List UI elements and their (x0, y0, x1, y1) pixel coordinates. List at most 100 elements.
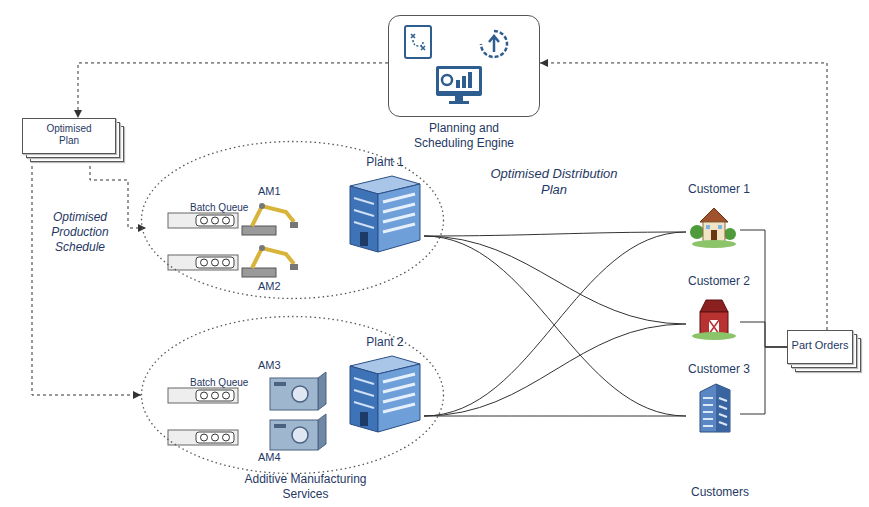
node-text: Optimised Plan (38, 123, 100, 148)
services-label: Additive Manufacturing Services (228, 472, 383, 502)
batch-queues-part (201, 392, 208, 399)
connector (424, 232, 686, 416)
plant-buildings-part (354, 378, 374, 408)
customer-site: Customer 1 (686, 182, 752, 250)
customer-icons-part (703, 222, 725, 242)
connector (740, 322, 787, 347)
plant-group: Batch QueueAM3AM4Plant 2 (140, 315, 445, 475)
plant-building: Plant 1 (340, 155, 424, 258)
batch-queues-part (196, 432, 234, 443)
customer-icons-part (690, 225, 704, 239)
engine-icons-part (489, 36, 499, 52)
engine-icons-part (455, 96, 463, 101)
node-text: Customer 3 (686, 362, 752, 377)
batch-queues-part (196, 257, 234, 268)
batch-queues-part (201, 434, 208, 441)
dotted-ellipse (142, 142, 444, 299)
batch-queues-part (196, 390, 234, 401)
engine-icons-part (411, 34, 425, 50)
robot-machines-part (259, 203, 265, 209)
customer-site: Customer 3 (686, 362, 752, 434)
engine-box: Planning and Scheduling Engine (388, 15, 540, 155)
node-text: Part Orders (787, 339, 853, 353)
plant-group: Batch Queue AM1AM2 Plant 1 (140, 140, 445, 300)
customer-icons-part (709, 320, 719, 334)
batch-queues-part (201, 217, 208, 224)
engine-icons-part (439, 69, 479, 91)
printer-machines-part (292, 386, 308, 402)
customer-icons-part (700, 312, 728, 334)
connector (740, 230, 787, 347)
robot-machines-part (242, 268, 276, 277)
batch-queues-part (168, 388, 238, 403)
printer-machines-part (274, 382, 286, 386)
customer-icons-part (706, 225, 710, 229)
engine-icons (405, 26, 507, 104)
batch-queues-part (212, 259, 219, 266)
node-text: Planning and Scheduling Engine (404, 121, 524, 151)
engine-icons-part (456, 80, 460, 88)
robot-machines-part (259, 245, 265, 251)
node-text: Plant 2 (350, 335, 420, 350)
edge-label: Optimised Production Schedule (40, 210, 120, 255)
printer-machines-part (292, 427, 308, 443)
engine-icons-part (436, 66, 482, 96)
engine-icons-part (413, 40, 423, 46)
connector (78, 63, 388, 118)
printer-machines-part (270, 420, 318, 450)
customer-icons-part (703, 398, 727, 426)
connector (740, 347, 787, 414)
connector (424, 324, 686, 416)
customer-icons-part (709, 320, 719, 334)
customer-icons-part (700, 300, 728, 312)
node-text: Plant 1 (350, 155, 420, 170)
printer-machines-part (318, 414, 326, 450)
plant-buildings-part (378, 184, 420, 252)
engine-icons-part (468, 72, 472, 88)
plant-buildings-part (350, 366, 378, 432)
connector (424, 232, 686, 236)
printer-machines-part (274, 424, 286, 428)
batch-queues-part (212, 434, 219, 441)
engine-icons-part (462, 76, 466, 88)
batch-queues (168, 213, 238, 445)
robot-machines-part (290, 264, 298, 270)
customers-label: Customers (680, 485, 760, 500)
printer-machines (270, 372, 326, 450)
dotted-ellipse (142, 317, 444, 474)
customer-icons-part (700, 384, 730, 432)
robot-machines-part (252, 248, 294, 268)
engine-outline (388, 15, 540, 117)
printer-machines-part (318, 372, 326, 410)
plant-building: Plant 2 (340, 335, 424, 438)
distribution-label: Optimised Distribution Plan (490, 166, 618, 199)
connector (424, 236, 686, 416)
robot-machines-part (290, 222, 298, 228)
customer-icons-part (700, 208, 728, 222)
node-text: AM1 (258, 185, 298, 199)
robot-machines-part (252, 206, 294, 226)
printer-machines-part (270, 378, 318, 410)
customer-icons-part (692, 332, 736, 340)
plant-buildings-part (360, 412, 368, 426)
plant-buildings-part (383, 194, 415, 232)
batch-queues-part (212, 392, 219, 399)
batch-queues-part (223, 259, 230, 266)
batch-queues-part (212, 217, 219, 224)
engine-icons-part (405, 26, 431, 58)
engine-icons-part (481, 31, 507, 57)
customer-icons-part (718, 225, 722, 229)
node-text: Batch Queue (190, 202, 260, 215)
node-text: AM3 (258, 359, 298, 373)
robot-machines (242, 203, 298, 277)
plant-buildings-part (350, 186, 378, 252)
customer-icons-part (724, 228, 736, 240)
node-text: AM2 (258, 280, 298, 294)
node-text: Customer 2 (686, 274, 752, 289)
connector (424, 236, 686, 324)
customer-site: Customer 2 (686, 274, 752, 342)
batch-queues-part (201, 259, 208, 266)
